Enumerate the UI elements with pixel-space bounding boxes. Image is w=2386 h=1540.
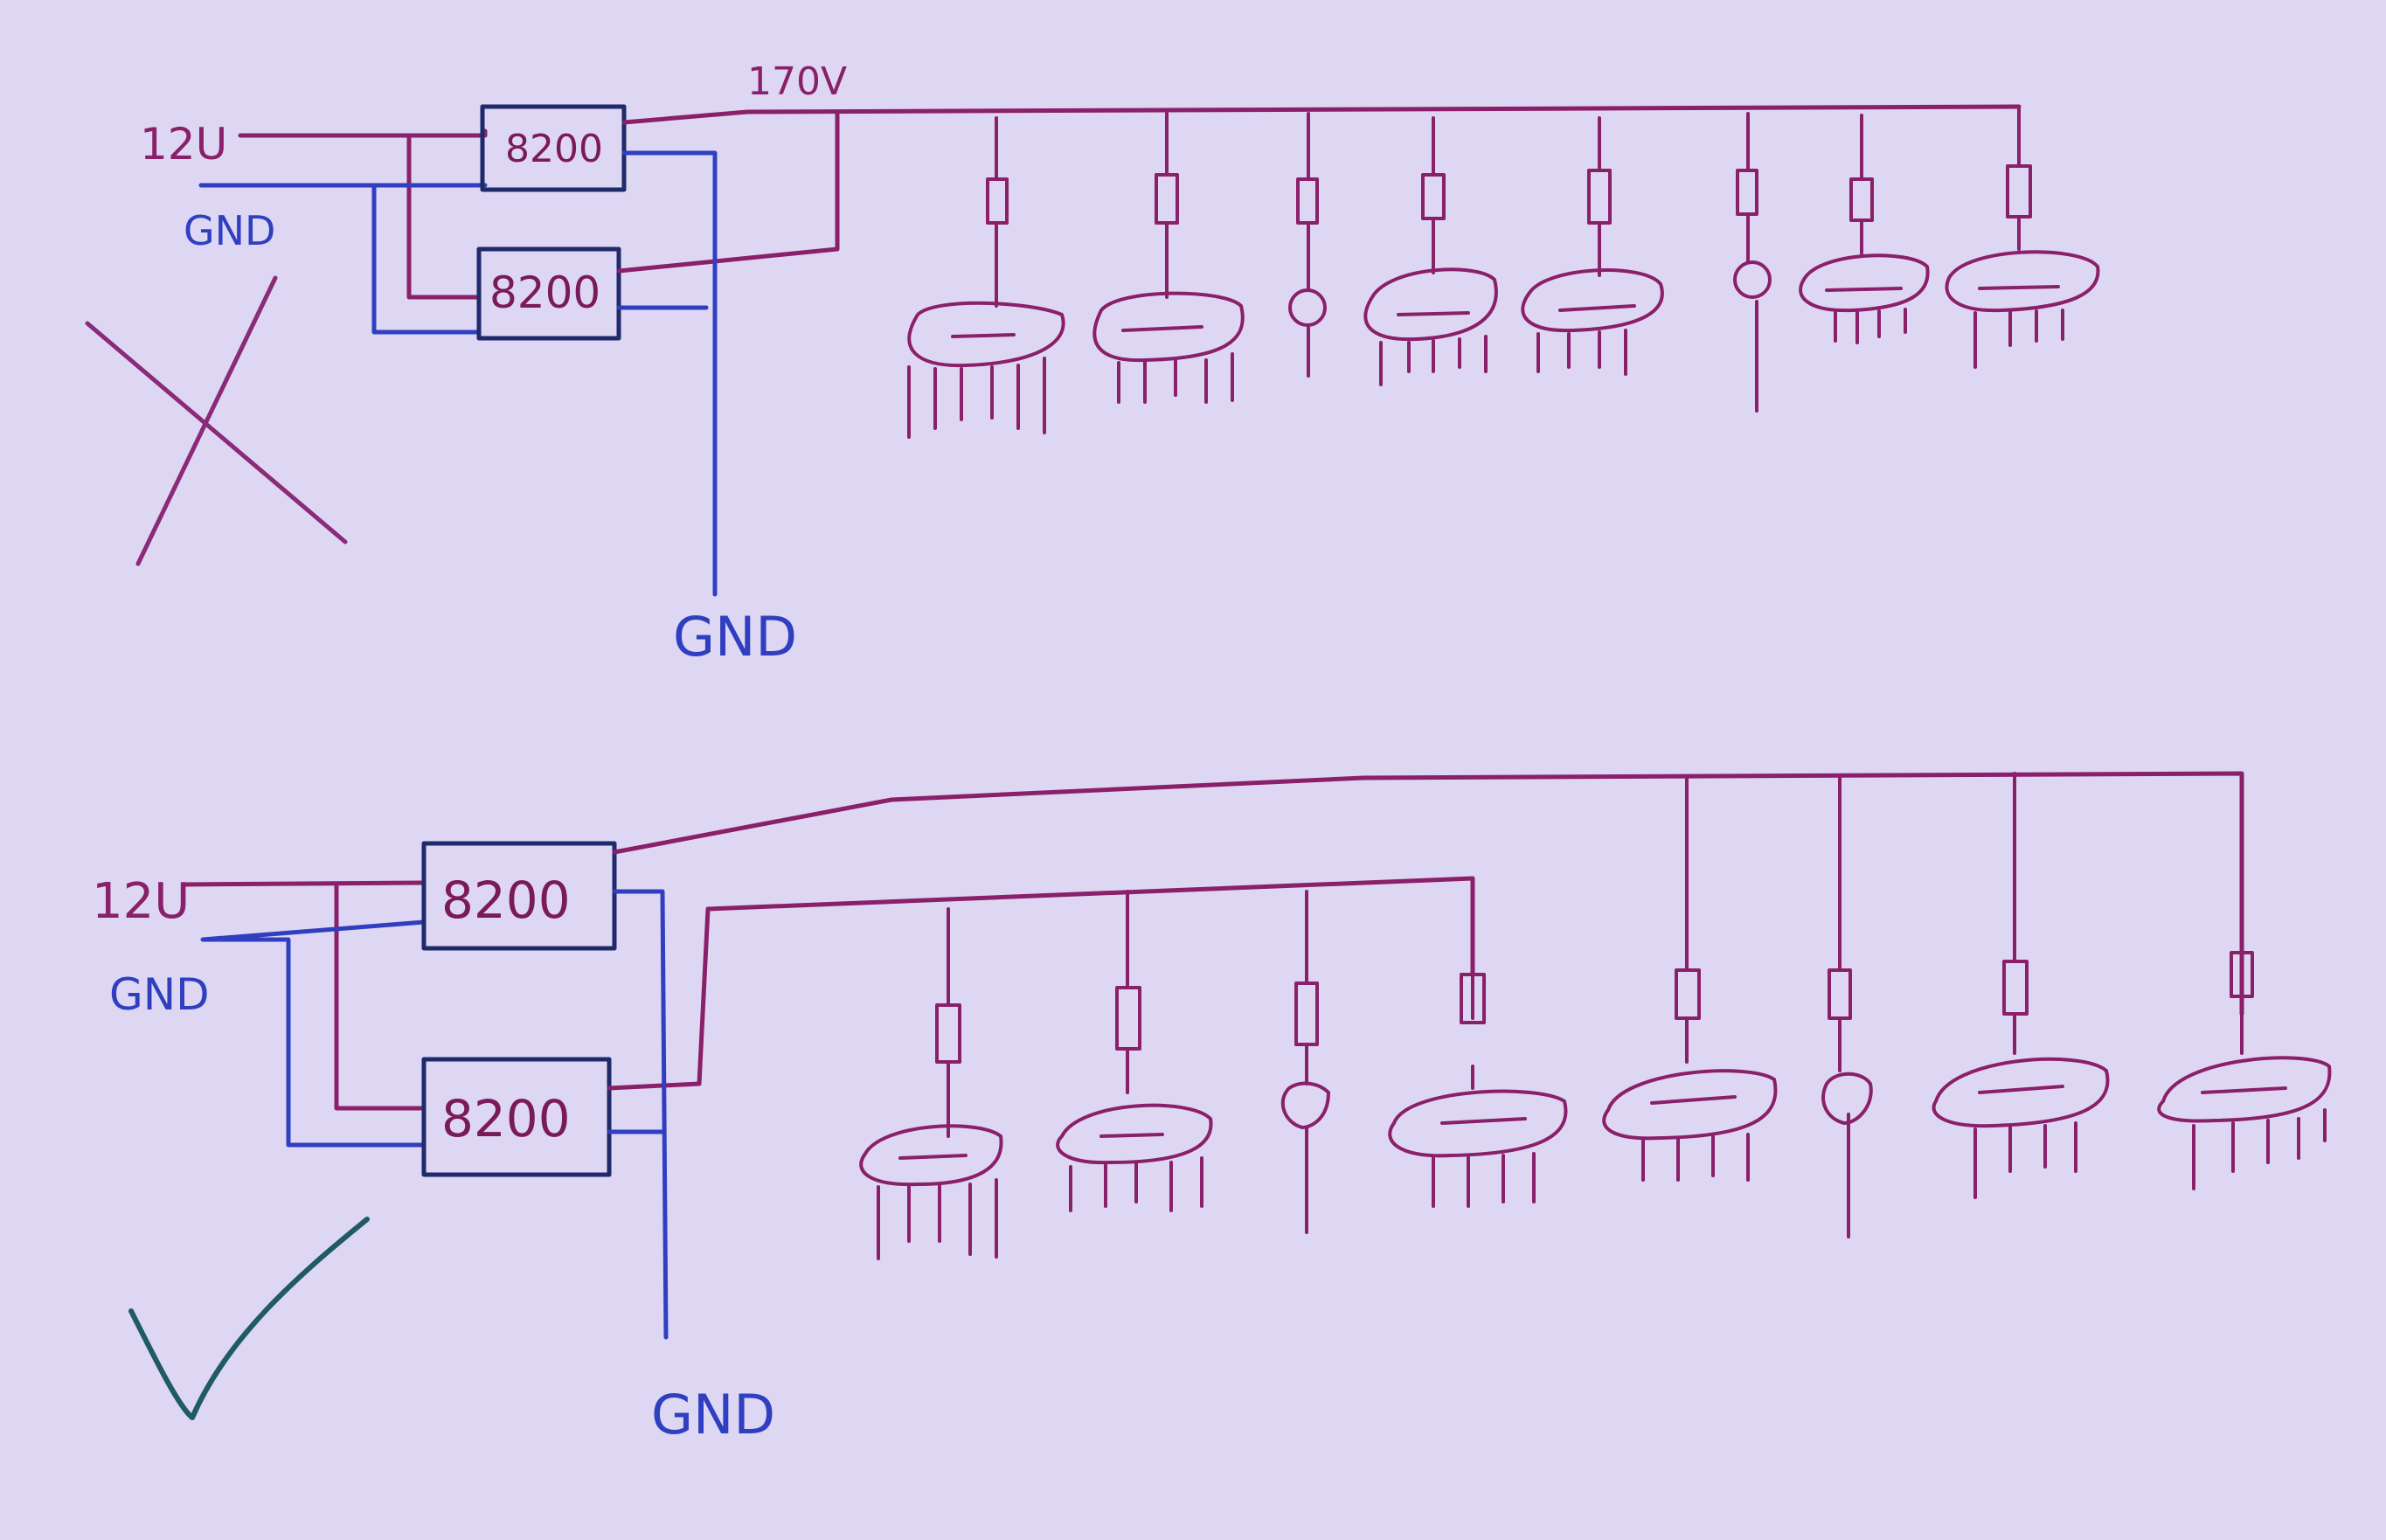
- bottom-right-tube-group: [1602, 772, 2332, 1238]
- indicator-lamp: [1821, 774, 1873, 1238]
- top-gnd-label: GND: [184, 207, 275, 254]
- nixie-tube: [1388, 973, 1568, 1208]
- x-mark-icon: [85, 275, 348, 566]
- bottom-module-2-label: 8200: [441, 1089, 571, 1148]
- bottom-gnd-label: GND: [109, 969, 210, 1020]
- nixie-tube: [1932, 772, 2110, 1199]
- bottom-left-tube-group: [859, 890, 1568, 1260]
- bottom-gnd-wire: [200, 919, 427, 1148]
- bottom-module-1: [421, 841, 617, 951]
- top-output-gnd-label: GND: [673, 605, 797, 669]
- nixie-tube: [1945, 105, 2100, 369]
- nixie-tube: [2157, 907, 2332, 1190]
- bottom-module-2: [421, 1057, 612, 1177]
- nixie-tube: [1363, 116, 1498, 386]
- nixie-tube: [859, 907, 1003, 1260]
- nixie-tube: [1799, 114, 1930, 344]
- bottom-12v-label: 12U: [92, 873, 190, 930]
- top-gnd-wire: [198, 183, 488, 335]
- check-mark-icon: [128, 1217, 370, 1420]
- top-170v-label: 170V: [747, 59, 847, 104]
- indicator-lamp: [1733, 112, 1772, 413]
- bottom-output-gnd-wire: [607, 889, 669, 1340]
- top-module-2-label: 8200: [489, 267, 600, 318]
- top-module-1-label: 8200: [505, 127, 603, 171]
- bottom-12v-wire: [181, 880, 427, 1111]
- nixie-tube: [1056, 890, 1213, 1212]
- indicator-lamp: [1288, 112, 1327, 378]
- nixie-tube: [1521, 116, 1664, 376]
- top-circuit: 12U GND 170V GND 8200 8200: [85, 59, 2100, 669]
- bottom-hv-bus-2: [607, 876, 1475, 1091]
- top-module-2: [476, 246, 621, 341]
- bottom-module-1-label: 8200: [441, 871, 571, 930]
- nixie-tube: [907, 116, 1065, 439]
- nixie-tube: [1602, 776, 1778, 1182]
- top-tube-row: [907, 105, 2100, 439]
- indicator-lamp: [1280, 890, 1330, 1234]
- top-12v-label: 12U: [140, 119, 227, 170]
- bottom-output-gnd-label: GND: [651, 1383, 775, 1446]
- top-output-hv-wire: [616, 104, 2022, 274]
- top-output-gnd-wire: [616, 150, 718, 597]
- bottom-hv-bus-1: [612, 771, 2244, 1016]
- top-12v-wire: [238, 128, 488, 300]
- top-module-1: [480, 104, 627, 192]
- nixie-tube: [1092, 112, 1245, 404]
- bottom-circuit: 12U GND GND 8200 8200: [92, 771, 2332, 1446]
